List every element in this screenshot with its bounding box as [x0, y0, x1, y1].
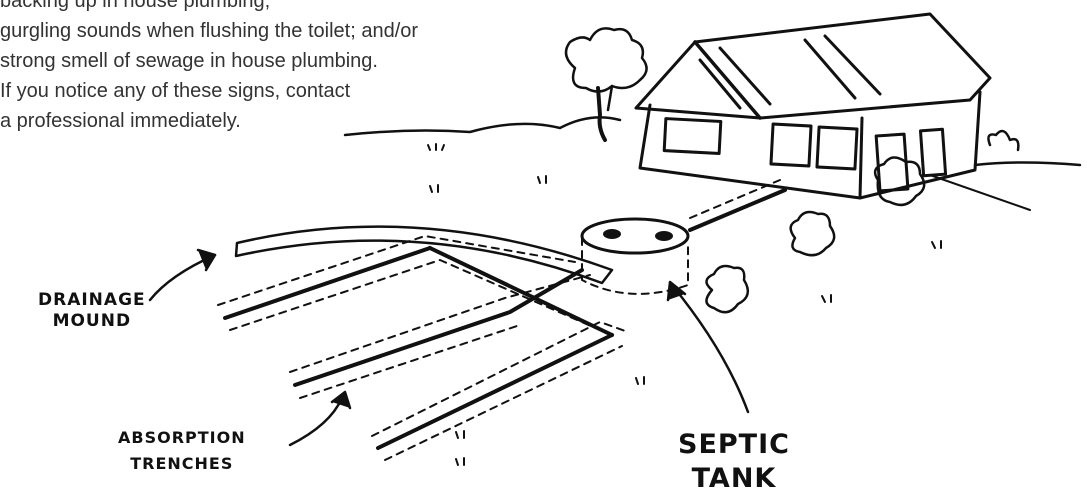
ground-path-line	[929, 174, 1031, 211]
septic-tank-label-line: SEPTIC	[678, 429, 790, 460]
septic-tank-label: SEPTIC TANK	[678, 428, 790, 496]
ground-line-right	[973, 161, 1082, 167]
grass-tufts	[427, 143, 942, 466]
drainage-mound-label: DRAINAGE MOUND	[38, 290, 146, 332]
absorption-trenches-label-line: ABSORPTION	[118, 428, 246, 447]
drainage-mound	[234, 225, 614, 285]
shrub-icon	[987, 129, 1020, 152]
ground-line-back	[343, 116, 622, 137]
absorption-trenches-label: ABSORPTION TRENCHES	[118, 425, 246, 477]
body-text-line: a professional immediately.	[0, 110, 241, 132]
septic-tank-icon	[580, 217, 690, 295]
sewer-pipe-dashed	[689, 179, 781, 219]
shrub-icon	[873, 156, 926, 207]
sewer-pipe	[688, 188, 787, 232]
body-text-line: strong smell of sewage in house plumbing…	[0, 50, 378, 72]
shrub-icon	[789, 210, 836, 257]
absorption-trenches	[223, 246, 614, 450]
house-icon	[634, 12, 992, 200]
body-text: backing up in house plumbing; gurgling s…	[0, 0, 419, 136]
body-text-line: backing up in house plumbing;	[0, 0, 271, 12]
drainage-mound-label-line: DRAINAGE	[38, 290, 146, 310]
trench-outlines	[217, 235, 629, 461]
drainage-mound-label-line: MOUND	[52, 311, 132, 331]
septic-tank-label-line: TANK	[691, 463, 777, 494]
tree-icon	[564, 27, 648, 142]
shrub-icon	[705, 264, 750, 314]
body-text-line: gurgling sounds when flushing the toilet…	[0, 20, 419, 42]
body-text-line: If you notice any of these signs, contac…	[0, 80, 351, 102]
label-arrows	[148, 248, 750, 447]
absorption-trenches-label-line: TRENCHES	[130, 454, 234, 473]
